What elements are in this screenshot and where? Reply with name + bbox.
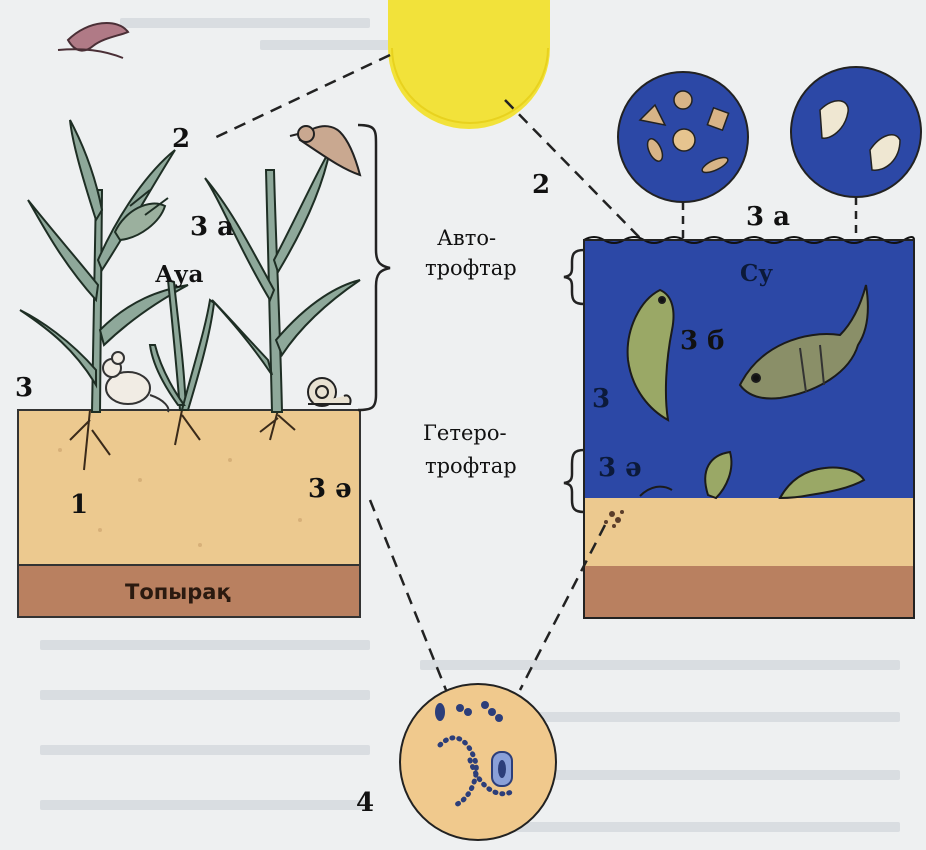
phytoplankton-circle [618, 72, 748, 238]
water-autotroph-brace [564, 250, 584, 304]
land-block [18, 120, 390, 617]
label-3-water: 3 [592, 386, 610, 412]
label-3b: 3 б [680, 328, 724, 354]
decomposers-circle [400, 684, 556, 840]
label-water: Су [740, 262, 773, 285]
water-sediment [584, 498, 914, 566]
label-heterotrophs-1: Гетеро- [423, 423, 507, 444]
label-heterotrophs-2: трофтар [425, 456, 517, 477]
flying-bird [58, 23, 128, 58]
label-2-water: 2 [532, 172, 550, 198]
land-plant-right [205, 150, 360, 412]
zooplankton-circle [791, 67, 921, 238]
label-3e-water: 3 ә [598, 455, 642, 481]
label-autotrophs-1: Авто- [437, 228, 496, 249]
label-2-land: 2 [172, 126, 190, 152]
land-to-decomposers-line [370, 500, 448, 695]
water-bottom-dark [584, 566, 914, 618]
label-3-land: 3 [15, 375, 33, 401]
label-air: Ауа [155, 263, 203, 286]
snail [308, 378, 351, 406]
land-brace [358, 125, 390, 410]
sun-to-land-line [210, 55, 390, 140]
label-soil: Топырақ [125, 582, 231, 603]
label-1: 1 [70, 492, 88, 518]
label-3a-water: 3 а [746, 204, 790, 230]
water-block [564, 237, 914, 618]
label-autotrophs-2: трофтар [425, 258, 517, 279]
label-4: 4 [356, 790, 374, 816]
label-3e-land: 3 ә [308, 476, 352, 502]
water-heterotroph-brace [564, 450, 584, 512]
label-3a-land: 3 а [190, 214, 234, 240]
